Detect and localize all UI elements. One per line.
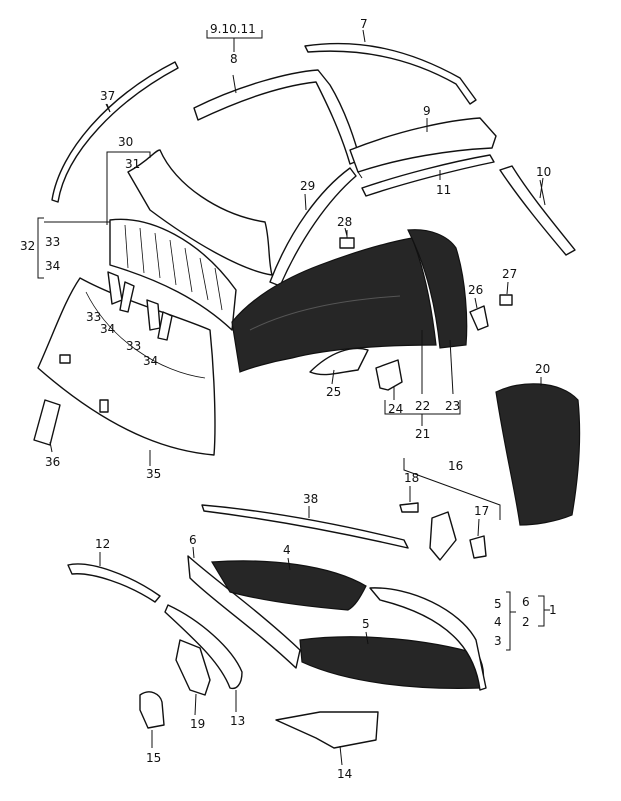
part-38-strip [201,504,409,549]
label-23: 23 [445,399,460,413]
label-28: 28 [337,215,352,229]
part-29-pillar [269,167,357,287]
label-20: 20 [535,362,550,376]
label-37: 37 [100,89,115,103]
label-leaders [49,103,546,766]
part-11-strip [361,154,495,197]
label-34b: 34 [100,322,115,336]
label-4b: 4 [494,615,502,629]
part-28-bolt [339,230,355,249]
label-35: 35 [146,467,161,481]
label-30: 30 [118,135,133,149]
label-2: 2 [522,615,530,629]
label-29: 29 [300,179,315,193]
part-12-strip [67,563,161,603]
part-33-34-brackets [107,271,173,341]
part-3-outer-frame [369,587,487,691]
label-34c: 34 [143,354,158,368]
part-27-bolt [499,294,513,306]
part-13-strip [164,604,243,690]
part-8-roof-bow [193,69,361,165]
label-11: 11 [436,183,451,197]
label-5b: 5 [362,617,370,631]
label-5a: 5 [494,597,502,611]
part-22-side-panel [231,237,437,373]
label-3: 3 [494,634,502,648]
label-9: 9 [423,104,431,118]
label-13: 13 [230,714,245,728]
part-31-rear-panel [127,149,273,276]
label-18: 18 [404,471,419,485]
label-22: 22 [415,399,430,413]
label-19: 19 [190,717,205,731]
leader-lines [37,30,550,651]
label-14: 14 [337,767,352,781]
label-21: 21 [415,427,430,441]
label-4a: 4 [283,543,291,557]
label-8: 8 [230,52,238,66]
part-17-bracket [469,535,487,559]
part-19-plate [175,639,211,696]
label-25: 25 [326,385,341,399]
label-36: 36 [45,455,60,469]
part-26-clip [469,305,489,331]
part-9-frame [349,117,497,173]
label-7: 7 [360,17,368,31]
label-10: 10 [536,165,551,179]
part-36-bracket [33,399,61,446]
part-25-bracket [309,347,369,376]
label-17: 17 [474,504,489,518]
part-4-upper-panel [210,560,367,611]
label-16: 16 [448,459,463,473]
label-33b: 33 [86,310,101,324]
part-20-wing-panel [495,383,581,526]
label-26: 26 [468,283,483,297]
part-24-bracket [375,359,403,391]
part-labels: 7 9.10.11 8 37 9 30 31 10 29 11 28 32 33… [20,17,557,781]
label-1: 1 [549,603,557,617]
part-7-roof-rail [304,29,477,105]
label-27: 27 [502,267,517,281]
label-33c: 33 [126,339,141,353]
part-23-panel [407,229,468,349]
part-16-bracket [429,511,457,561]
part-14-bracket [275,711,379,749]
label-32: 32 [20,239,35,253]
label-38: 38 [303,492,318,506]
part-15-cover [139,691,165,729]
part-5-lower-panel [299,636,485,689]
label-15: 15 [146,751,161,765]
label-31: 31 [125,157,140,171]
part-18-bracket [399,502,419,513]
label-9-10-11: 9.10.11 [210,22,256,36]
label-34a: 34 [45,259,60,273]
label-33a: 33 [45,235,60,249]
part-6-member [187,555,301,669]
label-12: 12 [95,537,110,551]
label-24: 24 [388,402,403,416]
label-6a: 6 [189,533,197,547]
part-10-pillar [499,165,576,256]
part-grille-panel [109,218,237,331]
label-6b: 6 [522,595,530,609]
